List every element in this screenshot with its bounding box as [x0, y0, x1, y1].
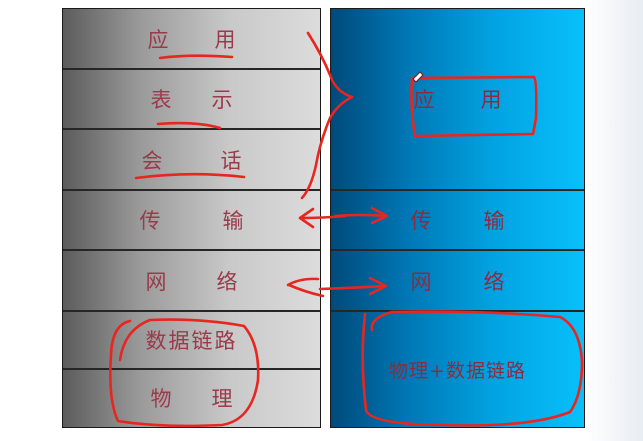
osi-layer-session: 会话 [63, 130, 320, 191]
tcpip-layer-transport: 传输 [331, 191, 584, 251]
osi-layer-label: 表示 [150, 88, 233, 112]
tcpip-layer-application: 应用 [331, 9, 584, 191]
tcpip-layer-network-access: 物理+数据链路 [331, 312, 584, 426]
tcpip-layer-internet: 网络 [331, 251, 584, 312]
osi-layer-label: 物理 [150, 387, 233, 411]
osi-layer-label: 应用 [147, 27, 236, 52]
tcpip-layer-label: 物理+数据链路 [389, 359, 526, 382]
tcpip-model-stack: 应用 传输 网络 物理+数据链路 [330, 8, 585, 428]
osi-layer-label: 传输 [139, 209, 244, 233]
osi-layer-datalink: 数据链路 [63, 312, 320, 370]
osi-layer-physical: 物理 [63, 370, 320, 426]
osi-layer-transport: 传输 [63, 191, 320, 251]
osi-model-stack: 应用 表示 会话 传输 网络 数据链路 物理 [62, 8, 321, 428]
osi-layer-label: 数据链路 [145, 329, 238, 353]
osi-layer-label: 网络 [145, 269, 238, 294]
tcpip-layer-label: 网络 [410, 269, 505, 294]
osi-layer-label: 会话 [141, 148, 242, 173]
background-decoration [585, 0, 643, 441]
osi-layer-presentation: 表示 [63, 70, 320, 130]
tcpip-layer-label: 应用 [413, 88, 502, 112]
osi-layer-application: 应用 [63, 9, 320, 70]
tcpip-layer-label: 传输 [410, 209, 505, 233]
osi-layer-network: 网络 [63, 251, 320, 312]
